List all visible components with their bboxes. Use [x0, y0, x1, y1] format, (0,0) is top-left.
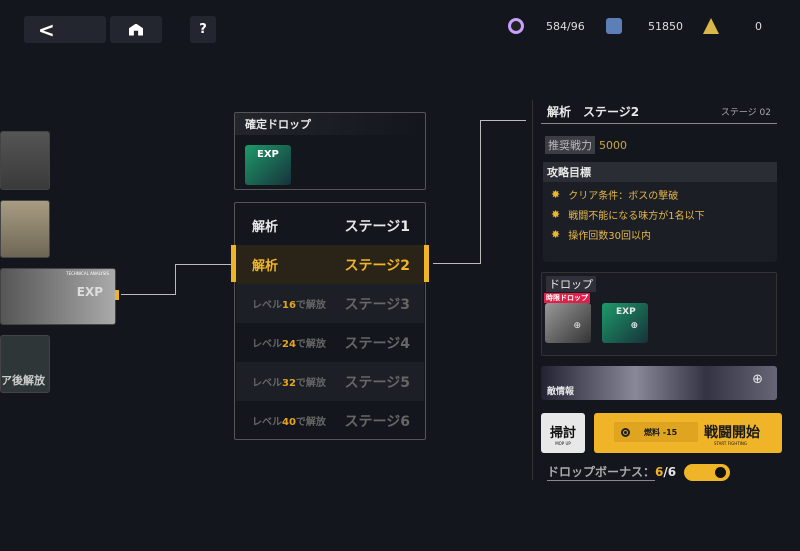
- bonus-toggle[interactable]: [684, 463, 731, 481]
- selected-right-marker: [424, 245, 429, 282]
- bonus-label: ドロップボーナス：: [547, 465, 656, 481]
- unlock-condition: レベル40で解放: [252, 417, 326, 428]
- zoom-icon: ⊕: [630, 321, 638, 331]
- detail-title: 解析 ステージ2: [547, 105, 640, 119]
- stage-name: 解析: [252, 259, 279, 274]
- stage-number: ステージ5: [344, 374, 410, 391]
- bonus-current: 6: [655, 465, 664, 479]
- fuel-cost: 燃料 -15: [614, 422, 698, 442]
- detail-header: 解析 ステージ2 ステージ 02: [541, 100, 777, 124]
- start-sub: START FIGHTING: [714, 441, 747, 446]
- locked-text: ア後解放: [1, 374, 45, 387]
- drop-panel: ドロップ 時限ドロップ ⊕ EXP⊕: [541, 272, 777, 356]
- unlock-condition: レベル32で解放: [252, 378, 326, 389]
- stage-number: ステージ2: [344, 257, 410, 274]
- power-value: 5000: [599, 138, 627, 152]
- home-button[interactable]: [110, 16, 162, 43]
- objective-item: ✸クリア条件：ボスの撃破: [551, 188, 679, 202]
- drop-title: ドロップ: [546, 276, 596, 292]
- drop-bonus: ドロップボーナス： 6 /6: [547, 463, 731, 481]
- selection-marker: [115, 290, 119, 300]
- card-label: TECHNICAL ANALYSIS: [66, 271, 109, 276]
- objectives-title: 攻略目標: [543, 162, 777, 182]
- objective-item: ✸操作回数30回以内: [551, 228, 651, 242]
- start-battle-button[interactable]: 燃料 -15 戦闘開始 START FIGHTING: [594, 413, 782, 453]
- category-card-exp-selected[interactable]: TECHNICAL ANALYSIS EXP: [0, 268, 116, 325]
- category-card-locked[interactable]: ア後解放: [0, 335, 50, 393]
- connector-line: [480, 120, 526, 121]
- help-button[interactable]: ?: [190, 16, 216, 43]
- back-button[interactable]: <: [24, 16, 106, 43]
- connector-line: [175, 264, 231, 265]
- exp-item-label: EXP: [257, 149, 279, 160]
- home-icon: [129, 23, 143, 36]
- panel-rail: [532, 100, 533, 480]
- unlock-condition: レベル24で解放: [252, 339, 326, 350]
- energy-value: 584/96: [546, 19, 585, 33]
- stage-number: ステージ3: [344, 296, 410, 313]
- enemy-info-label: 敵情報: [547, 387, 575, 397]
- sweep-button[interactable]: 掃討 MOP UP: [541, 413, 585, 453]
- exp-icon: EXP: [76, 285, 103, 299]
- stage-row-4[interactable]: レベル24で解放 ステージ4: [236, 323, 424, 362]
- guaranteed-drop-title: 確定ドロップ: [235, 113, 425, 135]
- sweep-sub: MOP UP: [555, 441, 571, 446]
- stage-row-3[interactable]: レベル16で解放 ステージ3: [236, 284, 424, 323]
- fuel-icon: [621, 427, 630, 437]
- selected-left-marker: [231, 245, 236, 282]
- energy-icon: [508, 18, 524, 34]
- currency-crystal[interactable]: 51850: [606, 18, 683, 34]
- objectives-panel: 攻略目標 ✸クリア条件：ボスの撃破 ✸戦闘不能になる味方が1名以下 ✸操作回数3…: [543, 162, 777, 262]
- unlock-condition: レベル16で解放: [252, 300, 326, 311]
- stage-number: ステージ1: [344, 218, 410, 235]
- stage-row-1[interactable]: 解析 ステージ1: [236, 206, 424, 245]
- recommended-power: 推奨戦力 5000: [545, 136, 627, 154]
- stage-list: [234, 202, 426, 440]
- chevron-left-icon: <: [38, 17, 55, 42]
- start-label: 戦闘開始: [704, 425, 760, 441]
- currency-token[interactable]: 0: [703, 18, 762, 34]
- stage-name: 解析: [252, 220, 279, 235]
- triangle-token-icon: [703, 18, 719, 34]
- sweep-label: 掃討: [549, 426, 576, 441]
- connector-line: [433, 263, 480, 264]
- connector-line: [175, 264, 176, 295]
- stage-number: ステージ6: [344, 413, 410, 430]
- star-icon: ✸: [551, 228, 561, 241]
- stage-code: ステージ 02: [720, 108, 771, 118]
- limited-drop-badge: 時限ドロップ: [544, 293, 590, 303]
- star-icon: ✸: [551, 208, 561, 221]
- objective-item: ✸戦闘不能になる味方が1名以下: [551, 208, 705, 222]
- connector-line: [121, 294, 176, 295]
- zoom-icon: ⊕: [573, 321, 581, 331]
- connector-line: [480, 120, 481, 264]
- category-card-2[interactable]: [0, 200, 50, 258]
- exp-item-icon[interactable]: EXP: [245, 145, 291, 185]
- limited-drop-item[interactable]: ⊕: [545, 303, 591, 343]
- crystal-icon: [606, 18, 622, 34]
- category-card-1[interactable]: [0, 131, 50, 190]
- power-label: 推奨戦力: [545, 136, 595, 154]
- stage-number: ステージ4: [344, 335, 410, 352]
- star-icon: ✸: [551, 188, 561, 201]
- stage-row-5[interactable]: レベル32で解放 ステージ5: [236, 362, 424, 401]
- guaranteed-drop-panel: 確定ドロップ EXP: [234, 112, 426, 190]
- zoom-icon: ⊕: [752, 372, 763, 387]
- crystal-value: 51850: [648, 19, 683, 33]
- stage-row-6[interactable]: レベル40で解放 ステージ6: [236, 401, 424, 440]
- bonus-total: /6: [663, 465, 677, 479]
- exp-drop-item[interactable]: EXP⊕: [602, 303, 648, 343]
- token-value: 0: [755, 19, 762, 33]
- enemy-info-button[interactable]: 敵情報 ⊕: [541, 366, 777, 400]
- currency-energy[interactable]: 584/96: [508, 18, 585, 34]
- stage-row-2-selected[interactable]: 解析 ステージ2: [236, 245, 424, 284]
